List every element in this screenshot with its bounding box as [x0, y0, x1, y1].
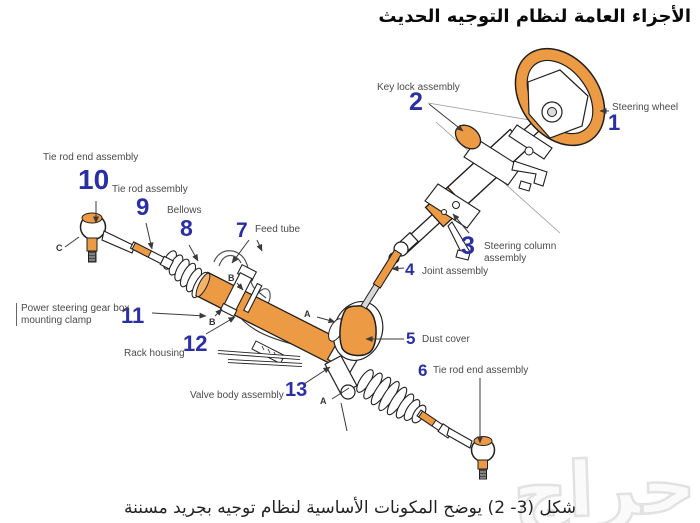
part-label-joint-assembly: Joint assembly — [422, 266, 489, 277]
part-label-steering-wheel: Steering wheel — [612, 102, 679, 113]
tie-rod-end-right-icon — [470, 436, 496, 480]
ref-letter-b2: B — [209, 317, 216, 327]
dust-cover-icon — [328, 301, 384, 361]
part-number-5: 5 — [406, 329, 416, 348]
part-label-steering-column: Steering column assembly — [484, 241, 557, 264]
ref-letter-b1: B — [228, 273, 235, 283]
page-title: الأجزاء العامة لنظام التوجيه الحديث — [378, 6, 691, 27]
ref-letter-a1: A — [304, 309, 311, 319]
part-label-bellows: Bellows — [167, 205, 202, 216]
part-number-11: 11 — [121, 303, 145, 328]
part-number-13: 13 — [285, 379, 308, 401]
part-label-feed-tube: Feed tube — [255, 224, 301, 235]
rack-teeth — [251, 340, 286, 365]
part-label-key-lock: Key lock assembly — [377, 82, 460, 93]
part-label-dust-cover: Dust cover — [422, 334, 470, 345]
ref-letter-a2: A — [320, 396, 327, 406]
part-label-rack-housing: Rack housing — [124, 348, 185, 359]
tie-rod-right-icon — [416, 409, 473, 449]
intermediate-shaft-icon — [360, 249, 403, 310]
tie-rod-left-icon — [101, 230, 174, 270]
part-label-tie-rod: Tie rod assembly — [112, 184, 188, 195]
leader-lines — [64, 103, 609, 444]
part-number-2: 2 — [409, 88, 423, 116]
steering-wheel-icon — [514, 47, 606, 147]
part-label-tie-rod-end-right: Tie rod end assembly — [433, 365, 529, 376]
part-number-1: 1 — [608, 110, 621, 135]
ref-letter-c: C — [56, 243, 63, 253]
part-label-mounting-clamp: Power steering gear box mounting clamp — [16, 303, 143, 326]
mounting-clamp-icon — [219, 263, 263, 318]
part-label-tie-rod-end-left: Tie rod end assembly — [43, 152, 139, 163]
part-number-6: 6 — [418, 361, 428, 380]
part-number-12: 12 — [183, 331, 208, 356]
part-label-valve-body: Valve body assembly — [190, 390, 284, 401]
steering-column-assembly-icon — [360, 113, 553, 310]
part-number-8: 8 — [180, 215, 193, 241]
part-number-3: 3 — [461, 232, 475, 260]
part-number-4: 4 — [405, 260, 415, 279]
part-number-7: 7 — [236, 219, 248, 242]
rack-assembly — [79, 212, 496, 480]
figure-caption: شكل (3- 2) يوضح المكونات الأساسية لنظام … — [124, 498, 576, 518]
tie-rod-end-left-icon — [79, 212, 107, 263]
valve-tube-stubs — [217, 350, 303, 367]
part-number-9: 9 — [136, 194, 150, 221]
part-number-10: 10 — [78, 164, 110, 195]
